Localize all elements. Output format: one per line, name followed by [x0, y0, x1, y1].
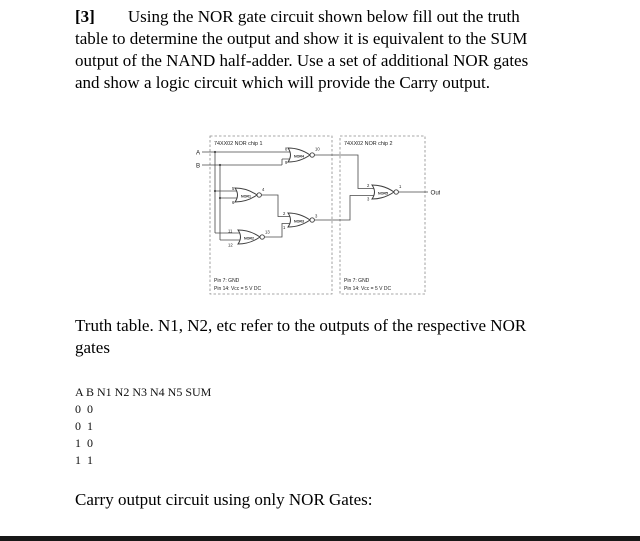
truth-table-row: 1 0: [75, 436, 93, 450]
nor4-label: NOR4: [294, 154, 304, 158]
nor-bubble: [309, 217, 315, 223]
nor-gate-body: [287, 212, 311, 228]
truth-table-row: 0 1: [75, 419, 93, 433]
nor-gate-body: [371, 184, 395, 200]
truth-table: A B N1 N2 N3 N4 N5 SUM 0 0 0 1 1 0 1 1: [75, 384, 211, 469]
problem-text: Using the NOR gate circuit shown below f…: [75, 7, 529, 92]
nor-bubble: [256, 192, 262, 198]
junction-dot: [213, 150, 217, 154]
nor-circuit-diagram: 74XX02 NOR chip 1 74XX02 NOR chip 2 A B: [190, 130, 440, 300]
net-n1-wire: [261, 194, 290, 217]
chip1-label: 74XX02 NOR chip 1: [214, 141, 263, 147]
truth-table-header: A B N1 N2 N3 N4 N5 SUM: [75, 385, 212, 399]
carry-caption: Carry output circuit using only NOR Gate…: [75, 490, 373, 509]
nor5-pin-out: 1: [399, 184, 402, 189]
junction-dot: [218, 196, 222, 200]
junction-dots: [213, 150, 222, 200]
nor2-pin-out: 13: [265, 230, 270, 235]
input-a-label: A: [196, 150, 201, 157]
net-n2-wire: [264, 223, 290, 238]
nor5-label: NOR5: [378, 191, 388, 195]
truth-table-row: 0 0: [75, 402, 93, 416]
nor4-pin-in2: 9: [285, 160, 288, 165]
nor4-pin-out: 10: [315, 147, 320, 152]
chip2-outline: [339, 135, 426, 295]
nor-bubble: [259, 234, 265, 240]
nor1-gate: NOR1: [234, 187, 262, 203]
net-b-wire: [202, 158, 290, 241]
input-b-label: B: [196, 163, 200, 170]
truth-table-caption: Truth table. N1, N2, etc refer to the ou…: [75, 316, 527, 357]
nor2-label: NOR2: [244, 236, 254, 240]
chip1-outline: [209, 135, 333, 295]
nor5-pin-in1: 2: [367, 183, 370, 188]
nor3-pin-in1: 2: [283, 211, 286, 216]
chip1-pin-note-1: Pin 7: GND: [214, 278, 240, 284]
nor1-pin-in1: 5: [232, 186, 235, 191]
junction-dot: [218, 163, 222, 167]
nor-gate-body: [234, 187, 258, 203]
nor4-pin-in1: 8: [285, 147, 288, 152]
net-n3-wire: [314, 195, 374, 221]
bottom-bar: [0, 536, 640, 541]
nor3-pin-in2: 1: [283, 225, 286, 230]
nor3-gate: NOR3: [287, 212, 315, 228]
nor-bubble: [393, 189, 399, 195]
net-n4-wire: [314, 154, 374, 189]
nor2-gate: NOR2: [237, 229, 265, 245]
problem-number: [3]: [75, 7, 95, 26]
nor5-gate: NOR5: [371, 184, 399, 200]
truth-table-row: 1 1: [75, 453, 93, 467]
chip1-pin-note-2: Pin 14: Vcc = 5 V DC: [214, 286, 261, 292]
junction-dot: [213, 189, 217, 193]
nor-gate-body: [287, 147, 311, 163]
out-label: Out: [431, 189, 441, 196]
chip2-pin-note-1: Pin 7: GND: [344, 278, 370, 284]
pin-numbers: 8 9 10 5 6 4 2 1 3 11 12 13 2 3 1: [228, 147, 402, 248]
nor2-pin-in2: 12: [228, 243, 233, 248]
nor2-pin-in1: 11: [228, 229, 233, 234]
nor-gate-body: [237, 229, 261, 245]
nor1-label: NOR1: [241, 194, 251, 198]
nor1-pin-in2: 6: [232, 200, 235, 205]
nor3-label: NOR3: [294, 219, 304, 223]
net-a-wire: [202, 151, 290, 234]
problem-statement: [3]Using the NOR gate circuit shown belo…: [75, 6, 537, 94]
nor-bubble: [309, 152, 315, 158]
circuit-svg: 74XX02 NOR chip 1 74XX02 NOR chip 2 A B: [196, 135, 441, 295]
nor1-pin-out: 4: [262, 187, 265, 192]
nor3-pin-out: 3: [315, 214, 318, 219]
chip2-label: 74XX02 NOR chip 2: [344, 141, 393, 147]
wires: [202, 151, 428, 241]
nor5-pin-in2: 3: [367, 197, 370, 202]
chip2-pin-note-2: Pin 14: Vcc = 5 V DC: [344, 286, 391, 292]
nor4-gate: NOR4: [287, 147, 315, 163]
